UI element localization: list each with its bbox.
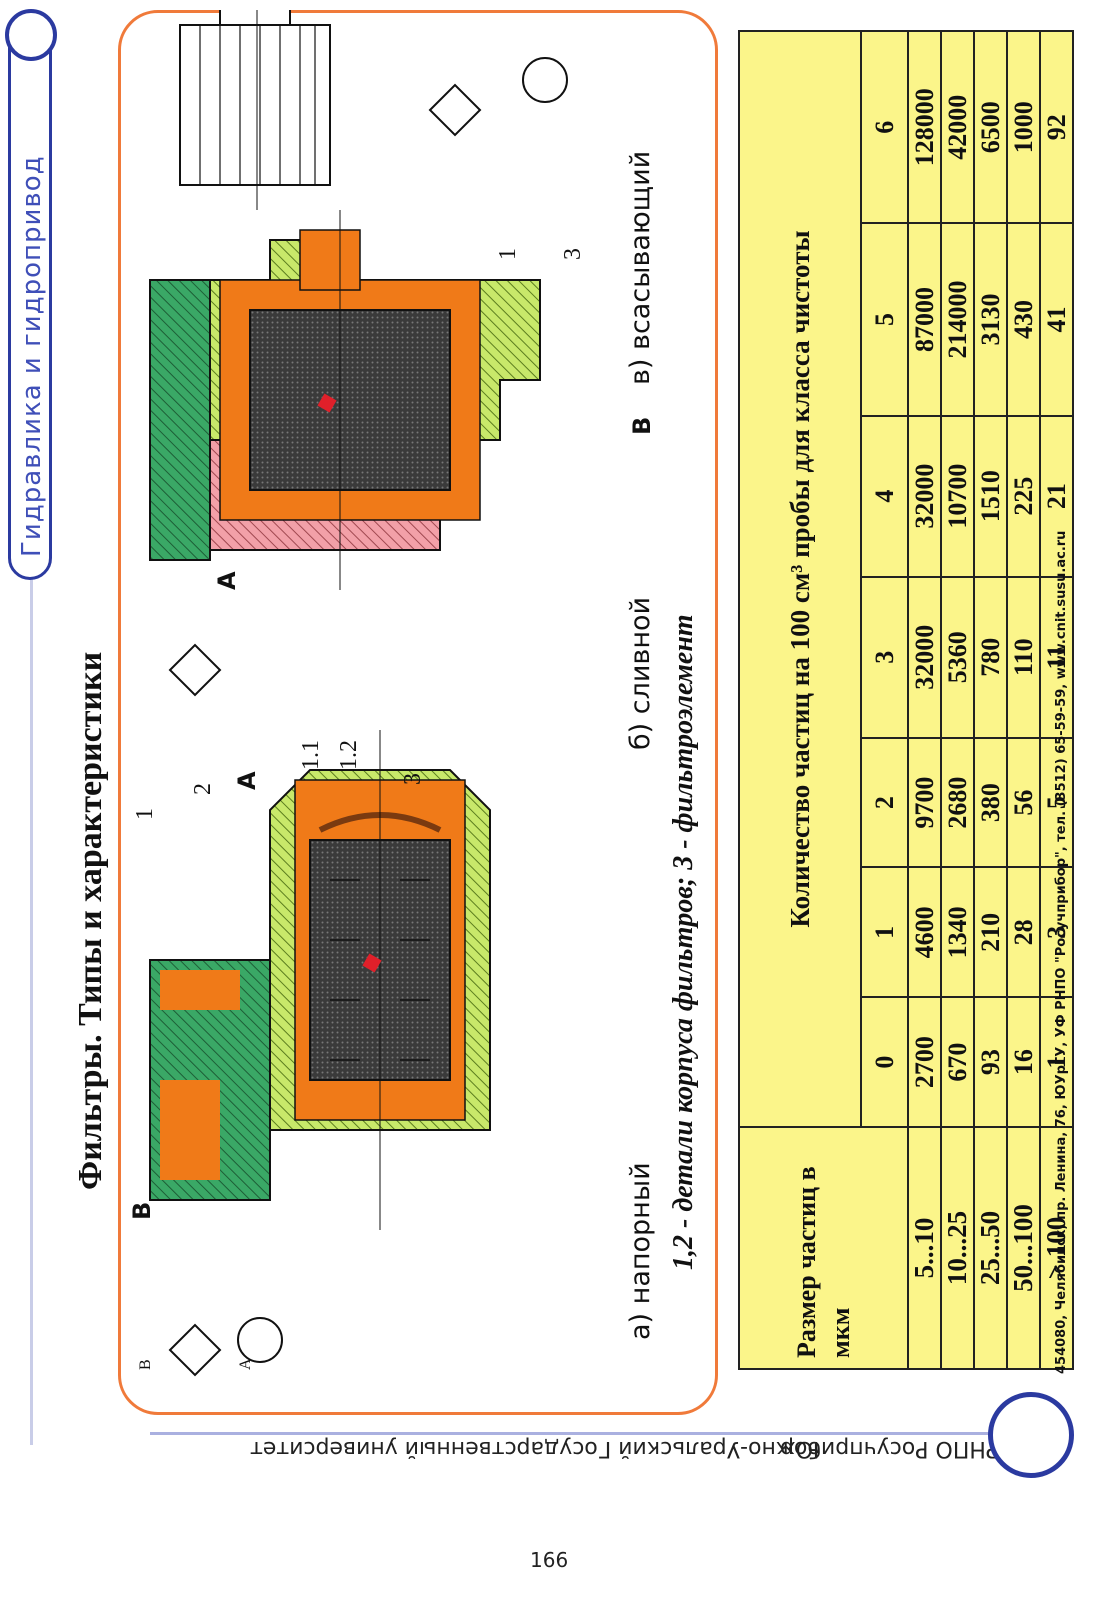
org-logo-icon: [988, 1392, 1074, 1478]
port-a-label: А: [233, 771, 261, 790]
suction-filter-drawing: [179, 10, 331, 210]
symbol-b-label: В: [137, 1359, 154, 1370]
org-name: РНПО Росучприбор: [780, 1436, 1000, 1461]
label-3c: 3: [560, 248, 586, 260]
university-name: Южно-Уральский Государственный университ…: [250, 1436, 820, 1461]
band-rule: [150, 1432, 990, 1435]
schematic-symbols: [168, 57, 568, 1377]
callout-labels: 1 2 1.1 1.2 3 1 3 В А А В А В: [128, 248, 656, 1370]
port-a2-label: А: [213, 571, 241, 590]
return-filter-drawing: [149, 210, 541, 590]
symbol-a-label: А: [237, 1358, 254, 1370]
label-1-2: 1.2: [336, 740, 362, 770]
label-1-1: 1.1: [298, 740, 324, 770]
port-b-label: В: [128, 1202, 156, 1220]
rotated-sheet: Гидравлика и гидропривод Фильтры. Типы и…: [5, 9, 1074, 1445]
label-3: 3: [400, 773, 426, 785]
port-b2-label: В: [628, 417, 656, 435]
label-1c: 1: [495, 248, 521, 260]
label-2: 2: [190, 783, 216, 795]
label-1a: 1: [132, 808, 158, 820]
pressure-filter-drawing: [149, 730, 491, 1230]
filters-drawing: 1 2 1.1 1.2 3 1 3 В А А В А В: [128, 10, 656, 1377]
page-number: 166: [530, 1548, 569, 1572]
